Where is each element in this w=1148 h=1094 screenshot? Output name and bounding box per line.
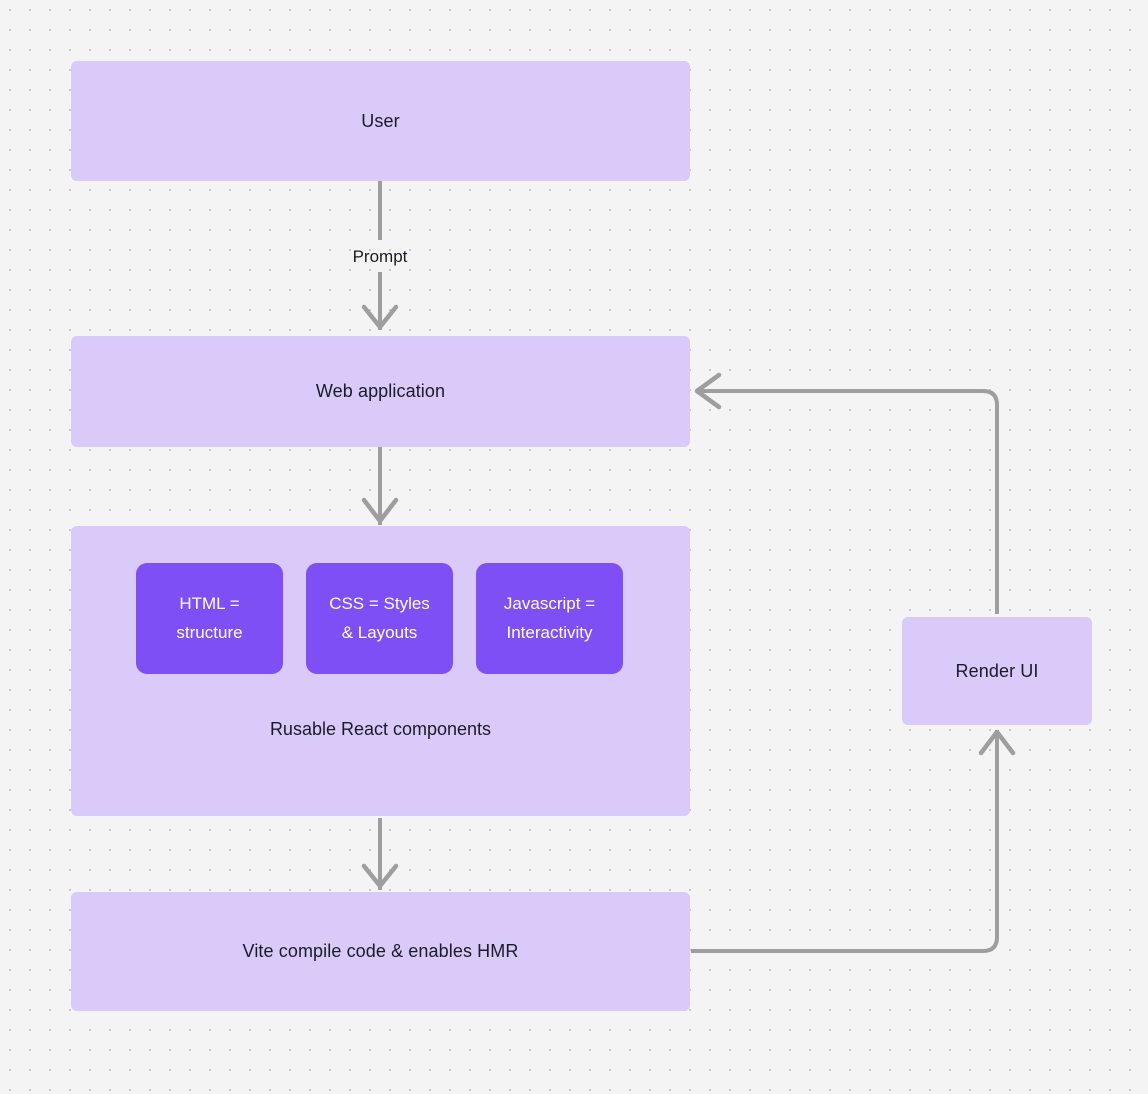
node-vite-label: Vite compile code & enables HMR bbox=[242, 941, 519, 962]
arrowhead-render-to-web bbox=[694, 372, 722, 410]
node-user-label: User bbox=[361, 110, 400, 131]
node-vite[interactable]: Vite compile code & enables HMR bbox=[71, 892, 690, 1011]
node-web-application[interactable]: Web application bbox=[71, 336, 690, 447]
chip-css-label: CSS = Styles & Layouts bbox=[329, 593, 430, 642]
node-components-sublabel: Rusable React components bbox=[269, 719, 492, 739]
node-render-ui[interactable]: Render UI bbox=[902, 617, 1092, 725]
edge-vite-to-render bbox=[691, 730, 999, 953]
arrowhead-user-to-web bbox=[361, 304, 399, 330]
arrowhead-components-to-vite bbox=[361, 863, 399, 889]
chip-html-label: HTML = structure bbox=[176, 593, 243, 642]
chip-javascript-label: Javascript = Interactivity bbox=[503, 593, 596, 642]
node-render-ui-label: Render UI bbox=[955, 660, 1039, 681]
node-user[interactable]: User bbox=[71, 61, 690, 181]
node-web-application-label: Web application bbox=[315, 381, 446, 402]
arrowhead-web-to-components bbox=[361, 497, 399, 524]
chip-css[interactable]: CSS = Styles & Layouts bbox=[306, 563, 453, 674]
arrowhead-vite-to-render bbox=[978, 729, 1016, 756]
chip-javascript[interactable]: Javascript = Interactivity bbox=[476, 563, 623, 674]
edge-render-to-web bbox=[700, 389, 999, 614]
edge-label-prompt: Prompt bbox=[352, 247, 408, 266]
chip-html[interactable]: HTML = structure bbox=[136, 563, 283, 674]
